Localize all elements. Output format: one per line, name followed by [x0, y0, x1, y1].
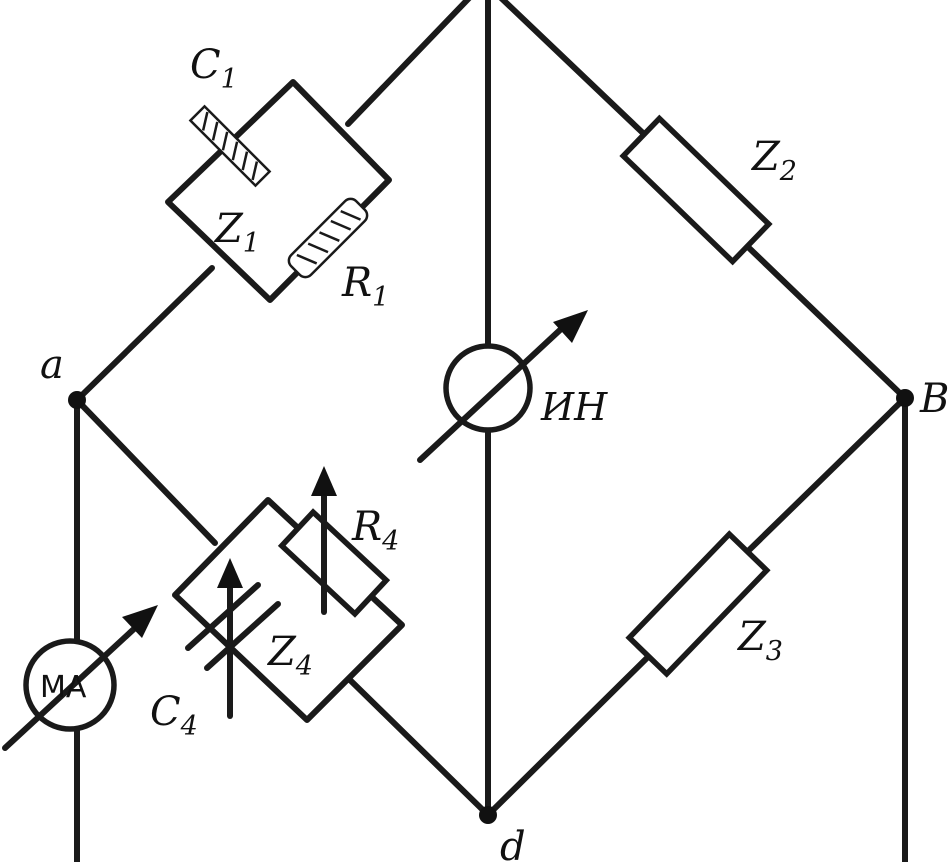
- milliammeter-arrow-head-icon: [122, 605, 158, 638]
- c1-label: C1: [190, 42, 238, 95]
- null-indicator-arrow-head-icon: [553, 310, 588, 343]
- resistor-r4: [277, 508, 391, 618]
- node-a-label: a: [40, 342, 64, 388]
- node-b-label: B: [919, 376, 949, 422]
- wire-z4-to-d: [347, 677, 491, 818]
- z4-label: Z4: [266, 629, 313, 682]
- node-a-dot: [68, 391, 86, 409]
- resistor-r1: [287, 197, 369, 279]
- labels: a B d C1 Z1 R1 Z2 Z3 Z4 R4 C4: [40, 42, 949, 862]
- z3-label: Z3: [736, 614, 783, 667]
- junction-nodes: [68, 389, 914, 824]
- null-indicator-circle: [443, 343, 533, 433]
- capacitor-c4: [185, 558, 281, 719]
- c4-plate-1: [185, 582, 261, 651]
- r4-arrow-head-icon: [311, 466, 337, 496]
- node-b-dot: [896, 389, 914, 407]
- r1-label: R1: [341, 260, 389, 313]
- wire-top-to-z1: [345, 0, 472, 127]
- z4-cluster: [172, 466, 405, 723]
- r4-label: R4: [351, 504, 399, 557]
- milliammeter-arrow: [2, 625, 138, 751]
- null-indicator-label: ИН: [540, 385, 608, 429]
- milliammeter-label: MA: [40, 670, 87, 705]
- node-d-label: d: [500, 824, 526, 862]
- c4-label: C4: [150, 689, 198, 742]
- z2-label: Z2: [750, 134, 797, 187]
- milliammeter: MA: [2, 605, 158, 751]
- wires: [74, 0, 908, 862]
- node-d-dot: [479, 806, 497, 824]
- wire-b-to-z3: [739, 395, 908, 560]
- wire-z3-to-d: [485, 649, 656, 818]
- c4-arrow-head-icon: [217, 558, 243, 588]
- impedance-z3: [625, 530, 771, 678]
- null-indicator: ИН: [417, 310, 608, 463]
- wire-z1-to-a: [74, 265, 215, 403]
- null-indicator-arrow: [417, 327, 563, 463]
- wire-a-to-z4: [74, 397, 218, 546]
- wire-z2-to-b: [744, 243, 908, 401]
- impedance-z2: [619, 114, 773, 266]
- capacitor-c1: [188, 104, 272, 188]
- z1-cluster: [165, 79, 392, 303]
- wire-top-to-z2: [498, 0, 648, 138]
- z1-parallel-loop: [165, 79, 392, 303]
- c4-plate-2: [204, 601, 281, 671]
- z1-label: Z1: [213, 206, 260, 259]
